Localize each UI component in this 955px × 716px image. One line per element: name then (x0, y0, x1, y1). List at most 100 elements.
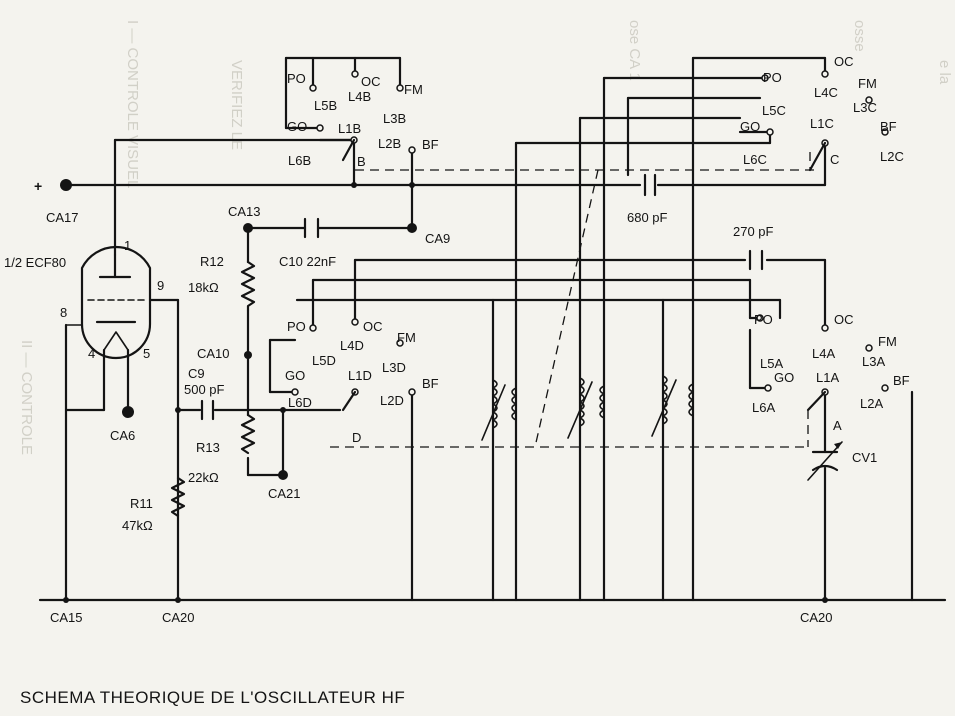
svg-text:osse: osse (851, 20, 868, 52)
switch-b-go: GO (287, 119, 307, 134)
switch-a-po: PO (754, 312, 773, 327)
switch-c-l1: L1C (810, 116, 834, 131)
gang-linkage (330, 152, 815, 448)
wiring (38, 56, 947, 602)
svg-text:I — CONTROLE VISUEL: I — CONTROLE VISUEL (124, 20, 141, 188)
switch-d-go: GO (285, 368, 305, 383)
ca6-label: CA6 (110, 428, 135, 443)
c680-label: 680 pF (627, 210, 668, 225)
switch-d-po: PO (287, 319, 306, 334)
variable-capacitor-cv1 (807, 441, 843, 481)
switch-d-l6: L6D (288, 395, 312, 410)
switch-d-l2: L2D (380, 393, 404, 408)
ca17-label: CA17 (46, 210, 79, 225)
switch-d-fm: FM (397, 330, 416, 345)
switch-c-go: GO (740, 119, 760, 134)
switch-wipers (341, 138, 827, 412)
r13-label: R13 (196, 440, 220, 455)
switch-a-go: GO (774, 370, 794, 385)
switch-c-l3: L3C (853, 100, 877, 115)
capacitor-c10 (303, 217, 320, 239)
r12-label: R12 (200, 254, 224, 269)
switch-c-l5: L5C (762, 103, 786, 118)
bleed-through-text: VERIFIEZ LE I — CONTROLE VISUEL II — CON… (18, 20, 953, 455)
switch-a-fm: FM (878, 334, 897, 349)
c270-label: 270 pF (733, 224, 774, 239)
resistor-r11 (170, 476, 186, 518)
svg-text:VERIFIEZ LE: VERIFIEZ LE (228, 60, 245, 150)
switch-a-l4: L4A (812, 346, 835, 361)
junction-dots (60, 179, 828, 603)
tube-pin-9: 9 (157, 278, 164, 293)
switch-c-l2: L2C (880, 149, 904, 164)
tube-pin-1: 1 (124, 238, 131, 253)
switch-a-l3: L3A (862, 354, 885, 369)
c10-label: C10 22nF (279, 254, 336, 269)
switch-c-l4: L4C (814, 85, 838, 100)
switch-contacts (291, 70, 889, 396)
c9-value: 500 pF (184, 382, 225, 397)
rf-coils (481, 375, 694, 441)
switch-c-l6: L6C (743, 152, 767, 167)
switch-b-l4: L4B (348, 89, 371, 104)
capacitor-270pf (748, 249, 764, 271)
labels: + CA17 1 1/2 ECF80 9 8 4 5 CA6 CA13 CA9 … (4, 54, 910, 625)
resistor-r12 (240, 260, 256, 312)
resistor-r13 (240, 413, 256, 455)
switch-a-bf: BF (893, 373, 910, 388)
switch-d-l1: L1D (348, 368, 372, 383)
cv1-label: CV1 (852, 450, 877, 465)
capacitor-680pf (643, 173, 657, 197)
switch-c-letter: C (830, 152, 839, 167)
switch-d-l5: L5D (312, 353, 336, 368)
switch-a-oc: OC (834, 312, 854, 327)
r13-value: 22kΩ (188, 470, 219, 485)
switch-d-l4: L4D (340, 338, 364, 353)
ca20-left-label: CA20 (162, 610, 195, 625)
plus-terminal-label: + (34, 178, 42, 194)
switch-b-l3: L3B (383, 111, 406, 126)
ca20-right-label: CA20 (800, 610, 833, 625)
switch-d-oc: OC (363, 319, 383, 334)
switch-d-bf: BF (422, 376, 439, 391)
resistors (170, 260, 256, 518)
tube-pin-5: 5 (143, 346, 150, 361)
tube-pin-4: 4 (88, 346, 95, 361)
switch-a-l2: L2A (860, 396, 883, 411)
switch-d-letter: D (352, 430, 361, 445)
switch-b-bf: BF (422, 137, 439, 152)
capacitors (200, 173, 843, 481)
r12-value: 18kΩ (188, 280, 219, 295)
switch-b-l2: L2B (378, 136, 401, 151)
tube-name-label: 1/2 ECF80 (4, 255, 66, 270)
ca10-label: CA10 (197, 346, 230, 361)
switch-a-l6: L6A (752, 400, 775, 415)
switch-a-l5: L5A (760, 356, 783, 371)
r11-label: R11 (130, 496, 153, 511)
svg-text:II — CONTROLE: II — CONTROLE (18, 340, 35, 455)
switch-b-po: PO (287, 71, 306, 86)
switch-a-letter: A (833, 418, 842, 433)
switch-b-l5: L5B (314, 98, 337, 113)
tube-pin-8: 8 (60, 305, 67, 320)
ca9-label: CA9 (425, 231, 450, 246)
diagram-title: SCHEMA THEORIQUE DE L'OSCILLATEUR HF (20, 688, 405, 707)
c9-label: C9 (188, 366, 205, 381)
tube-ecf80 (65, 245, 152, 360)
switch-c-bf: BF (880, 119, 897, 134)
switch-a-l1: L1A (816, 370, 839, 385)
switch-c-oc: OC (834, 54, 854, 69)
ca21-label: CA21 (268, 486, 301, 501)
switch-b-l6: L6B (288, 153, 311, 168)
switch-d-l3: L3D (382, 360, 406, 375)
ca13-label: CA13 (228, 204, 261, 219)
svg-text:ose CA 1: ose CA 1 (626, 20, 643, 81)
switch-b-l1: L1B (338, 121, 361, 136)
switch-b-oc: OC (361, 74, 381, 89)
ca15-label: CA15 (50, 610, 83, 625)
r11-value: 47kΩ (122, 518, 153, 533)
switch-b-fm: FM (404, 82, 423, 97)
svg-text:e la: e la (936, 60, 953, 85)
switch-b-letter: B (357, 154, 366, 169)
